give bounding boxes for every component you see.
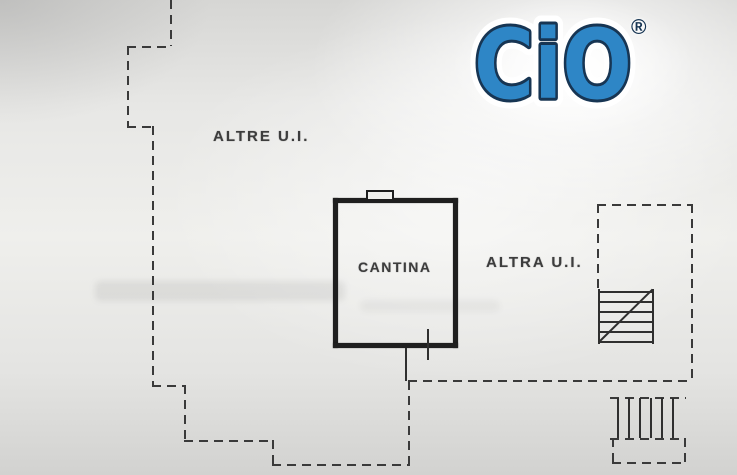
dashed-boundary-segment xyxy=(610,397,686,399)
dashed-boundary-segment xyxy=(152,126,154,386)
dashed-boundary-segment xyxy=(272,440,274,466)
stair-step xyxy=(598,291,654,293)
stair-step xyxy=(598,321,654,323)
logo-glow xyxy=(452,0,692,136)
dashed-boundary-segment xyxy=(610,438,686,440)
stair-edge xyxy=(598,289,600,344)
stair-step xyxy=(628,398,630,438)
dashed-boundary-segment xyxy=(272,464,410,466)
dashed-boundary-segment xyxy=(184,440,274,442)
stair-step xyxy=(598,311,654,313)
dashed-boundary-segment xyxy=(597,204,693,206)
dashed-boundary-segment xyxy=(152,385,186,387)
stair-edge xyxy=(652,289,654,344)
door-mark xyxy=(427,329,429,360)
dashed-boundary-segment xyxy=(170,0,172,46)
registered-trademark-mark: ® xyxy=(631,16,647,39)
scan-artifact xyxy=(360,300,500,312)
label-altre-ui: ALTRE U.I. xyxy=(213,128,310,145)
cio-logo: CiO CiO xyxy=(465,0,676,131)
label-altra-ui: ALTRA U.I. xyxy=(486,254,583,271)
stair-step xyxy=(598,301,654,303)
cio-logo-graphic: CiO CiO xyxy=(465,0,641,130)
cantina-wall-bottom xyxy=(333,343,458,348)
cantina-wall-left xyxy=(333,198,338,348)
dashed-boundary-segment xyxy=(612,462,684,464)
dashed-boundary-segment xyxy=(127,46,172,48)
cantina-wall-top xyxy=(333,198,458,203)
stair-step xyxy=(650,398,652,438)
stair-step xyxy=(672,398,674,438)
cantina-wall-opening xyxy=(366,190,394,201)
stair-step xyxy=(617,398,619,438)
dashed-boundary-segment xyxy=(408,381,410,466)
cio-logo-text: CiO xyxy=(474,9,632,121)
dashed-boundary-segment xyxy=(184,385,186,442)
dashed-boundary-segment xyxy=(691,204,693,382)
stair-direction-line xyxy=(598,288,654,343)
stair-step xyxy=(661,398,663,438)
dashed-boundary-segment xyxy=(612,438,614,464)
cantina-wall-right xyxy=(453,198,458,348)
label-cantina: CANTINA xyxy=(358,259,432,275)
dashed-boundary-segment xyxy=(597,204,599,292)
scan-artifact xyxy=(95,281,345,301)
stair-step xyxy=(598,341,654,343)
dashed-boundary-segment xyxy=(127,46,129,128)
dashed-boundary-segment xyxy=(408,380,692,382)
wall-connector-line xyxy=(405,348,407,381)
stair-step xyxy=(639,398,641,438)
cio-logo-halo: CiO xyxy=(474,9,632,121)
dashed-boundary-segment xyxy=(127,126,154,128)
stair-step xyxy=(598,331,654,333)
dashed-boundary-segment xyxy=(684,438,686,464)
